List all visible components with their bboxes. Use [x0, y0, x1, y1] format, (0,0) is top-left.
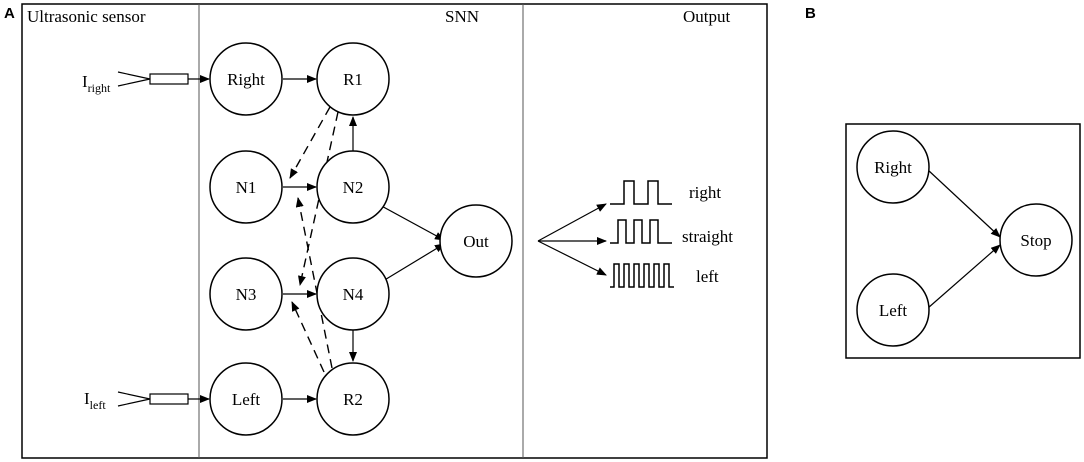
spike-train-left [610, 263, 674, 288]
panel-b-frame [845, 123, 1081, 359]
input-right-label: Iright [82, 72, 111, 95]
node-out-label: Out [463, 232, 489, 251]
node-n1: N1 [209, 150, 283, 224]
output-label-straight: straight [682, 227, 733, 246]
node-n4-label: N4 [343, 285, 364, 304]
node-n3: N3 [209, 257, 283, 331]
input-left-base: I [84, 389, 90, 408]
node-r2-label: R2 [343, 390, 363, 409]
panel-b-node-left: Left [856, 273, 930, 347]
output-label-left: left [696, 267, 719, 286]
edge-b-right-stop [927, 169, 1001, 238]
spike-train-straight [610, 219, 672, 244]
input-right-resistor [149, 73, 189, 85]
node-left: Left [209, 362, 283, 436]
input-right-base: I [82, 72, 88, 91]
input-right-sensor-icon [117, 71, 151, 87]
input-left-resistor [149, 393, 189, 405]
panel-a-letter: A [4, 5, 15, 22]
node-r1: R1 [316, 42, 390, 116]
panel-b-node-stop-label: Stop [1020, 231, 1051, 250]
spike-train-right [610, 180, 672, 205]
input-left-sub: left [90, 398, 107, 412]
input-left-label: Ileft [84, 389, 106, 412]
input-left-sensor-icon [117, 391, 151, 407]
edge-r1-n1-dashed [289, 106, 331, 179]
section-title-sensor: Ultrasonic sensor [27, 7, 146, 26]
node-n4: N4 [316, 257, 390, 331]
edge-out-right [537, 203, 607, 242]
node-right: Right [209, 42, 283, 116]
edge-r2-n3-dashed [291, 301, 325, 373]
node-n2: N2 [316, 150, 390, 224]
panel-b-letter: B [805, 5, 816, 22]
panel-b-node-right-label: Right [874, 158, 912, 177]
panel-a-frame [21, 3, 768, 459]
node-r2: R2 [316, 362, 390, 436]
node-out: Out [439, 204, 513, 278]
section-title-snn: SNN [445, 7, 479, 26]
input-right-sub: right [88, 81, 111, 95]
output-label-right: right [689, 183, 721, 202]
panel-b-node-right: Right [856, 130, 930, 204]
node-n1-label: N1 [236, 178, 257, 197]
node-left-label: Left [232, 390, 261, 409]
edge-n2-out [377, 203, 445, 241]
edge-n4-out [377, 243, 445, 285]
edge-out-left [537, 240, 607, 276]
node-n3-label: N3 [236, 285, 257, 304]
edge-b-left-stop [927, 244, 1001, 309]
panel-b-node-stop: Stop [999, 203, 1073, 277]
node-right-label: Right [227, 70, 265, 89]
node-n2-label: N2 [343, 178, 364, 197]
section-title-output: Output [683, 7, 731, 26]
panel-b-node-left-label: Left [879, 301, 908, 320]
node-r1-label: R1 [343, 70, 363, 89]
